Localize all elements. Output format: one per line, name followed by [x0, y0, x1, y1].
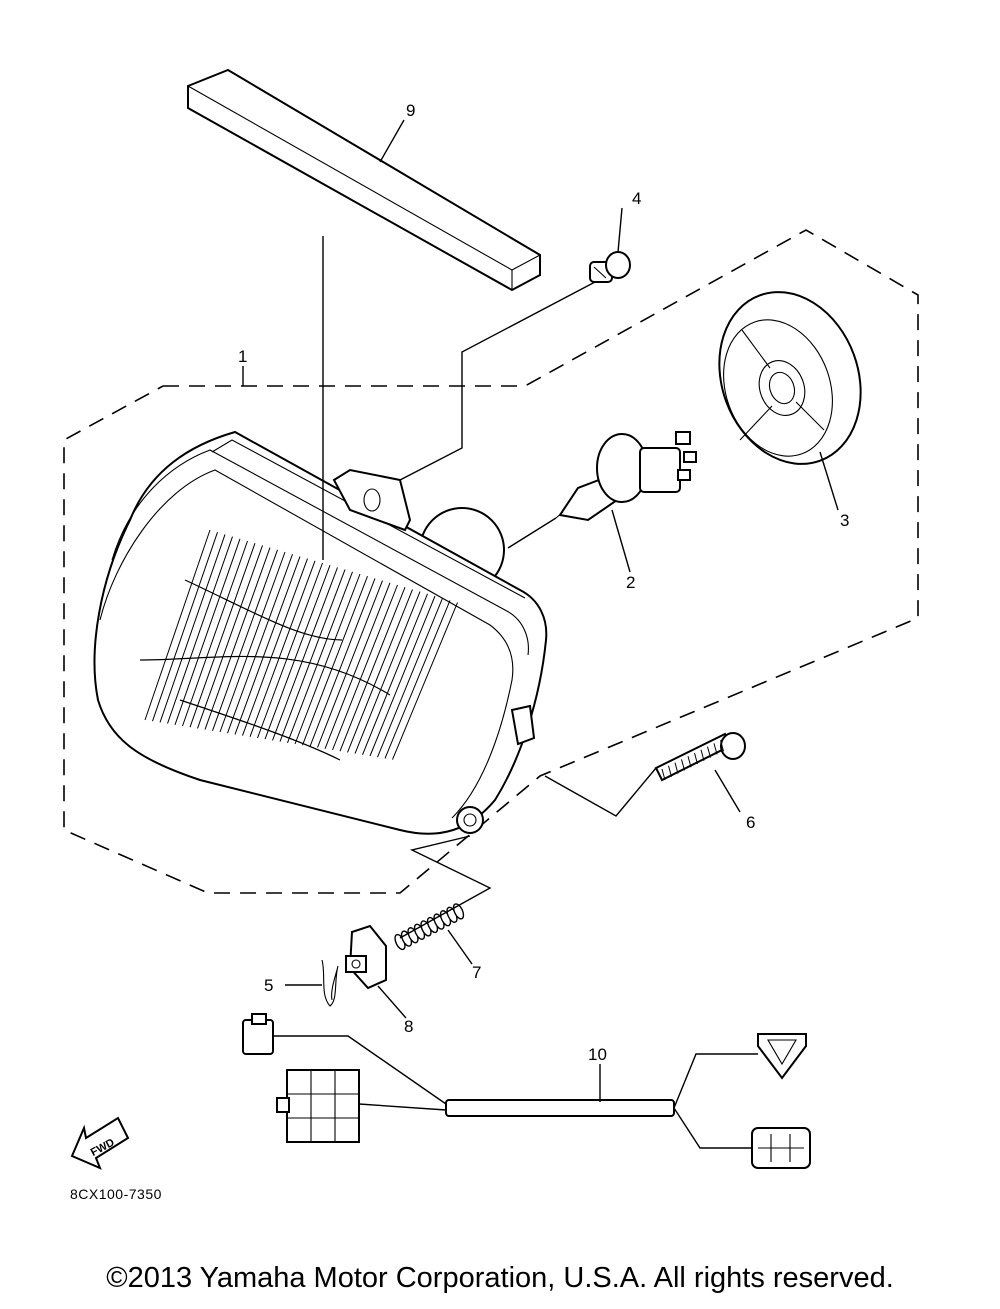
part-6-adjust-bolt	[654, 732, 746, 782]
part-1-headlight	[93, 430, 548, 835]
callout-10: 10	[588, 1045, 607, 1064]
part-5-clip	[321, 959, 339, 1007]
part-7-spring	[394, 903, 465, 951]
fwd-arrow-icon: FWD	[70, 1116, 130, 1170]
callout-7: 7	[472, 963, 481, 982]
part-10-wire-harness	[242, 1013, 811, 1169]
callout-8: 8	[404, 1017, 413, 1036]
headlight-lens-hatching	[139, 529, 458, 761]
assembly-boundary-dashed	[63, 229, 919, 894]
part-4-screw	[589, 251, 631, 283]
callout-5: 5	[264, 976, 273, 995]
part-2-bulb	[555, 431, 697, 522]
callout-3: 3	[840, 511, 849, 530]
callout-1: 1	[238, 347, 247, 366]
callout-4: 4	[632, 189, 641, 208]
callout-6: 6	[746, 813, 755, 832]
diagram-code: 8CX100-7350	[70, 1186, 162, 1202]
copyright-notice: ©2013 Yamaha Motor Corporation, U.S.A. A…	[106, 1262, 894, 1294]
part-8-nut-plate	[345, 924, 387, 990]
callout-9: 9	[406, 101, 415, 120]
callout-2: 2	[626, 573, 635, 592]
leader-lines	[242, 119, 839, 1102]
part-9-strip	[187, 68, 541, 292]
part-3-bulb-cover	[718, 291, 862, 465]
